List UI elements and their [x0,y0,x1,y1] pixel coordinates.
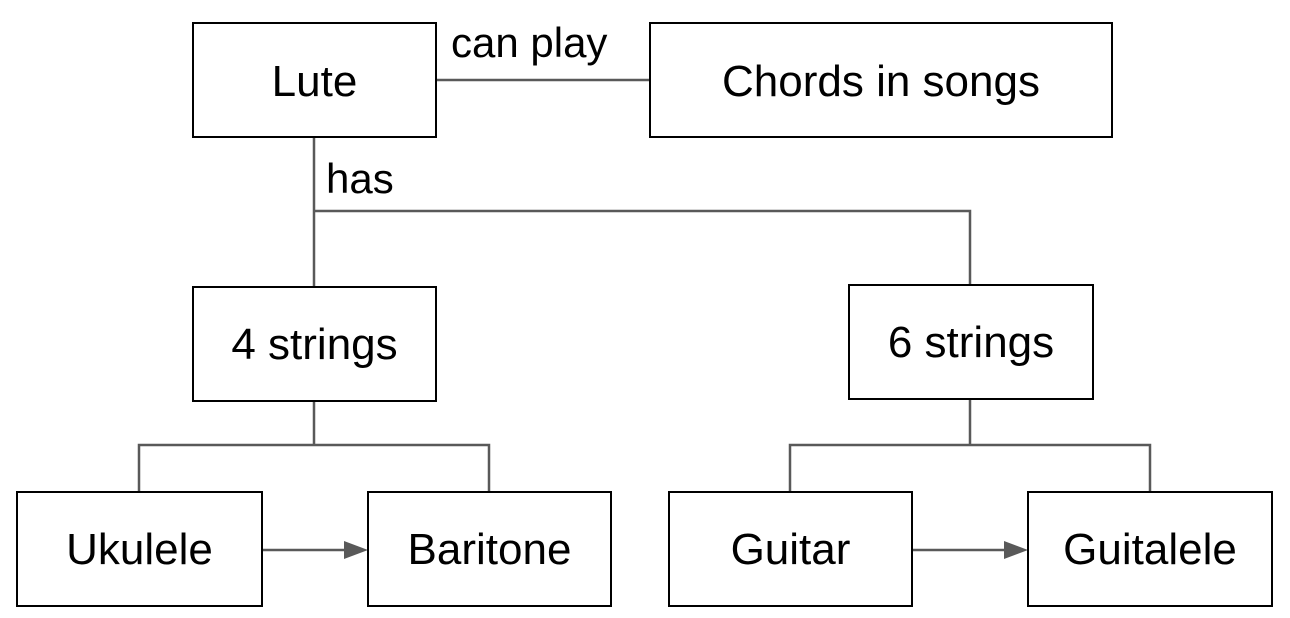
node-lute-label: Lute [272,57,358,106]
connector-six-strings-children [788,399,1152,492]
node-guitar-box [668,491,913,607]
node-6-strings-label: 6 strings [888,318,1054,367]
connector-four-strings-children [137,401,491,492]
node-guitar: Guitar [668,491,913,607]
node-4-strings: 4 strings [192,286,437,402]
node-ukulele: Ukulele [16,491,263,607]
arrow-ukulele-baritone-head [344,541,368,559]
node-lute: Lute [192,22,437,138]
connector-has-six-strings [314,209,972,285]
node-chords-in-songs: Chords in songs [649,22,1113,138]
node-baritone-label: Baritone [408,525,572,574]
node-ukulele-box [16,491,263,607]
node-baritone: Baritone [367,491,612,607]
node-lute-box [192,22,437,138]
node-4-strings-label: 4 strings [231,320,397,369]
node-6-strings: 6 strings [848,284,1094,400]
connectors [137,78,1152,559]
node-6-strings-box [848,284,1094,400]
node-guitar-label: Guitar [731,525,851,574]
node-guitalele-label: Guitalele [1063,525,1237,574]
node-guitalele: Guitalele [1027,491,1273,607]
arrow-guitar-guitalele-head [1004,541,1028,559]
node-baritone-box [367,491,612,607]
node-4-strings-box [192,286,437,402]
node-ukulele-label: Ukulele [66,525,213,574]
node-chords-box [649,22,1113,138]
node-chords-label: Chords in songs [722,57,1040,106]
node-guitalele-box [1027,491,1273,607]
edge-label-has: has [326,155,394,202]
edge-label-can-play: can play [451,19,607,66]
